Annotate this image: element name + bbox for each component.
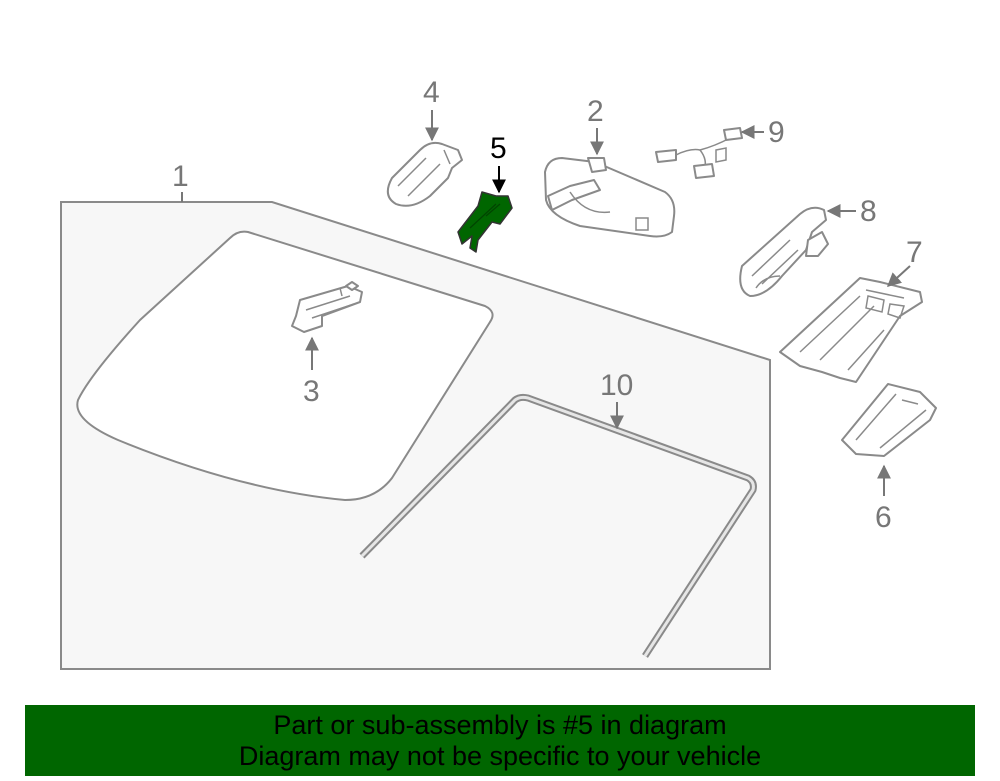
callout-9: 9	[768, 116, 785, 149]
part-8-housing	[739, 206, 829, 297]
callout-1: 1	[172, 160, 189, 193]
callout-6: 6	[875, 501, 892, 534]
part-4-cover	[386, 141, 463, 207]
info-banner: Part or sub-assembly is #5 in diagram Di…	[25, 705, 975, 776]
callout-4: 4	[423, 76, 440, 109]
leader-7	[886, 265, 911, 287]
part-6-module	[841, 383, 937, 457]
callout-8: 8	[860, 195, 877, 228]
banner-line-2: Diagram may not be specific to your vehi…	[238, 741, 762, 771]
part-7-frame	[779, 277, 923, 383]
parts-diagram: 1 2 3 4 5 6 7 8 9 10	[60, 76, 937, 670]
part-3-bracket	[291, 281, 363, 333]
windshield-glass	[76, 230, 494, 501]
callout-3: 3	[303, 375, 320, 408]
part-2-mirror	[544, 157, 676, 238]
banner-line-1: Part or sub-assembly is #5 in diagram	[273, 710, 727, 740]
callout-10: 10	[600, 369, 633, 402]
part-5-highlighted	[457, 191, 513, 253]
callout-5: 5	[490, 132, 507, 165]
callout-2: 2	[587, 95, 604, 128]
part-10-molding	[359, 393, 757, 658]
part-9-harness	[655, 127, 743, 179]
callout-7: 7	[906, 236, 923, 269]
